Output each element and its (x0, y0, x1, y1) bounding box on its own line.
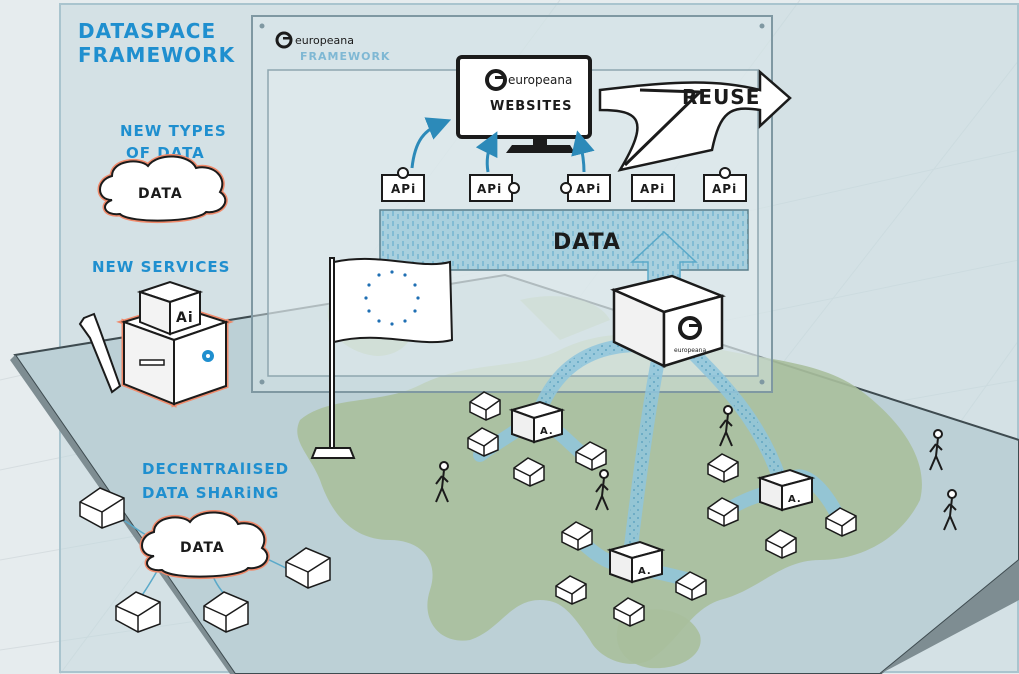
new-types-cloud-label: DATA (138, 186, 183, 202)
framework-subtitle: FRAMEWORK (300, 50, 390, 63)
decentralised-houses (79, 487, 331, 633)
new-services-label: NEW SERVICES (92, 258, 230, 276)
svg-text:APi: APi (712, 182, 737, 196)
svg-text:A.: A. (788, 494, 802, 505)
reuse-arrow: REUSE (598, 69, 792, 172)
api-piece-3: APi (560, 174, 611, 202)
wrench-icon (78, 312, 122, 394)
framework-brand: europeana (295, 34, 354, 47)
decentralised-line2: DATA SHARiNG (142, 484, 279, 502)
websites-brand: europeana (508, 73, 572, 87)
decentralised-cloud-label: DATA (180, 540, 225, 556)
svg-text:APi: APi (576, 182, 601, 196)
svg-text:APi: APi (477, 182, 502, 196)
svg-text:A.: A. (638, 566, 652, 577)
hub-label: europeana (674, 347, 706, 354)
ai-box-label: Ai (176, 310, 194, 326)
api-arrow-1 (410, 117, 452, 169)
framework-logo: europeana FRAMEWORK (275, 31, 390, 63)
reuse-label: REUSE (682, 85, 760, 109)
decentralised-data-cloud: DATA (139, 509, 270, 579)
new-types-data-cloud: DATA (97, 153, 228, 223)
aggregator-box-1: A. (508, 400, 566, 444)
api-piece-1: APi (381, 167, 425, 202)
svg-text:APi: APi (391, 182, 416, 196)
title-line1: DATASPACE (78, 19, 216, 43)
api-piece-4: APi (631, 174, 675, 202)
api-arrow-2 (475, 131, 498, 173)
svg-text:A.: A. (540, 426, 554, 437)
europeana-hub-box: europeana (610, 274, 726, 368)
api-piece-2: APi (469, 174, 520, 202)
api-arrow-3 (571, 130, 595, 173)
title-line2: FRAMEWORK (78, 43, 236, 67)
ai-service-machine: Ai (116, 280, 234, 408)
people-figures (435, 405, 957, 531)
svg-text:APi: APi (640, 182, 665, 196)
decentralised-line1: DECENTRAlISED (142, 460, 289, 478)
eu-flag (310, 257, 454, 459)
data-bar-label: DATA (553, 230, 621, 255)
new-types-line1: NEW TYPES (120, 122, 227, 140)
websites-monitor: europeana WEBSITES (456, 55, 592, 153)
api-piece-5: APi (703, 167, 747, 202)
websites-label: WEBSITES (490, 99, 572, 114)
institution-houses (467, 391, 857, 627)
aggregator-box-2: A. (756, 468, 816, 512)
aggregator-box-3: A. (606, 540, 666, 584)
